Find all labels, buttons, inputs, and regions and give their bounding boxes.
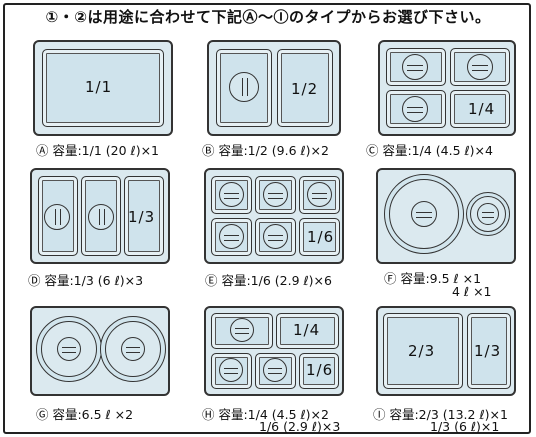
pan-i-large	[383, 313, 463, 389]
lid-handle-icon	[88, 204, 114, 230]
pan-e-label: 1/6	[307, 228, 335, 246]
pan-i-small	[467, 313, 511, 389]
pan-a-label: 1/1	[85, 78, 113, 96]
caption-e: Ⓔ 容量:1/6 (2.9 ℓ)×6	[205, 273, 332, 288]
pan-h-2	[276, 313, 339, 349]
lid-handle-icon	[307, 182, 332, 207]
caption-i: Ⓘ 容量:2/3 (13.2 ℓ)×1	[373, 407, 508, 422]
pan-e-6	[299, 218, 340, 256]
tray-g	[30, 306, 170, 396]
caption-b: Ⓑ 容量:1/2 (9.6 ℓ)×2	[202, 143, 329, 158]
pan-c-label: 1/4	[468, 100, 496, 118]
lid-handle-icon	[263, 182, 288, 207]
page-title: ①・②は用途に合わせて下記Ⓐ～Ⓘのタイプからお選び下さい。	[45, 8, 491, 26]
caption-h: Ⓗ 容量:1/4 (4.5 ℓ)×2	[202, 407, 329, 422]
lid-handle-icon	[263, 358, 287, 382]
lid-handle-icon	[229, 72, 259, 102]
lid-handle-icon	[219, 182, 244, 207]
pan-h-label-sixth: 1/6	[306, 361, 334, 379]
tray-b: 1/2	[207, 40, 341, 136]
caption-i-2: 1/3 (6 ℓ)×1	[430, 419, 500, 434]
tray-h: 1/4 1/6	[204, 306, 344, 396]
lid-handle-icon	[219, 358, 243, 382]
caption-f-2: 4 ℓ ×1	[452, 284, 492, 299]
caption-f: Ⓕ 容量:9.5 ℓ ×1	[384, 271, 482, 286]
pan-h-label-quarter: 1/4	[293, 321, 321, 339]
caption-c: Ⓒ 容量:1/4 (4.5 ℓ)×4	[366, 143, 493, 158]
lid-handle-icon	[230, 318, 254, 342]
tray-f	[376, 168, 516, 264]
pan-b-right	[277, 49, 333, 127]
lid-handle-icon	[219, 224, 244, 249]
lid-handle-icon	[467, 54, 493, 80]
pan-b-label: 1/2	[291, 80, 319, 98]
pan-d-label: 1/3	[128, 208, 156, 226]
lid-handle-icon	[57, 337, 81, 361]
tray-a: 1/1	[33, 40, 173, 136]
pan-c-4	[450, 90, 510, 128]
lid-handle-icon	[44, 204, 70, 230]
lid-handle-icon	[477, 203, 499, 225]
caption-g: Ⓖ 容量:6.5 ℓ ×2	[36, 407, 134, 422]
caption-d: Ⓓ 容量:1/3 (6 ℓ)×3	[28, 273, 144, 288]
lid-handle-icon	[411, 201, 437, 227]
tray-c: 1/4	[378, 40, 516, 136]
pan-h-5	[299, 353, 339, 389]
tray-e: 1/6	[204, 168, 344, 264]
lid-handle-icon	[263, 224, 288, 249]
caption-a: Ⓐ 容量:1/1 (20 ℓ)×1	[36, 143, 159, 158]
caption-h-2: 1/6 (2.9 ℓ)×3	[259, 419, 341, 434]
tray-i: 2/3 1/3	[376, 306, 516, 396]
lid-handle-icon	[121, 337, 145, 361]
tray-d: 1/3	[30, 168, 170, 264]
pan-a-full	[42, 49, 164, 127]
pan-i-label-large: 2/3	[408, 342, 436, 360]
lid-handle-icon	[402, 54, 428, 80]
pan-i-label-small: 1/3	[474, 342, 502, 360]
pan-d-3	[124, 176, 164, 256]
lid-handle-icon	[402, 96, 428, 122]
